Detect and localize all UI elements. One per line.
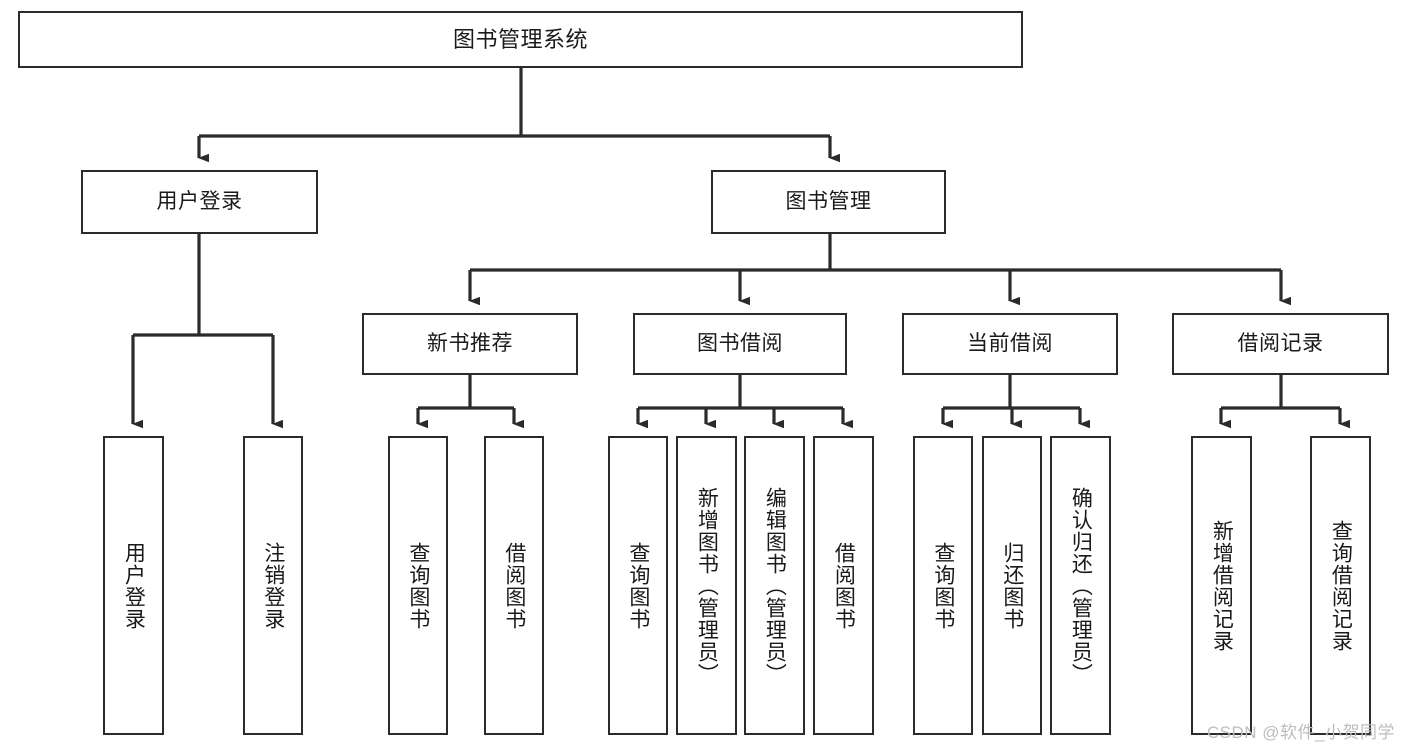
leaf-logout[interactable]: 注销登录 bbox=[243, 436, 303, 735]
node-current-borrow[interactable]: 当前借阅 bbox=[902, 313, 1118, 375]
leaf-logout-label: 注销登录 bbox=[261, 541, 285, 630]
leaf-add-book-admin[interactable]: 新增图书（管理员） bbox=[676, 436, 737, 735]
node-book-borrow-label: 图书借阅 bbox=[697, 331, 783, 355]
node-root[interactable]: 图书管理系统 bbox=[18, 11, 1023, 68]
leaf-borrow-book-2-label: 借阅图书 bbox=[832, 541, 856, 630]
node-root-label: 图书管理系统 bbox=[452, 26, 588, 52]
leaf-confirm-return-admin-label: 确认归还（管理员） bbox=[1069, 486, 1093, 685]
leaf-edit-book-admin-label: 编辑图书（管理员） bbox=[763, 486, 787, 685]
leaf-borrow-book-2[interactable]: 借阅图书 bbox=[813, 436, 874, 735]
leaf-add-book-admin-label: 新增图书（管理员） bbox=[695, 486, 719, 685]
leaf-query-book-2-label: 查询图书 bbox=[626, 541, 650, 630]
leaf-query-book-2[interactable]: 查询图书 bbox=[608, 436, 668, 735]
leaf-query-borrow-record[interactable]: 查询借阅记录 bbox=[1310, 436, 1371, 735]
leaf-borrow-book-1[interactable]: 借阅图书 bbox=[484, 436, 544, 735]
node-book-manage[interactable]: 图书管理 bbox=[711, 170, 946, 234]
leaf-query-book-3[interactable]: 查询图书 bbox=[913, 436, 973, 735]
leaf-add-borrow-record[interactable]: 新增借阅记录 bbox=[1191, 436, 1252, 735]
node-new-book-recommend[interactable]: 新书推荐 bbox=[362, 313, 578, 375]
leaf-return-book[interactable]: 归还图书 bbox=[982, 436, 1042, 735]
leaf-confirm-return-admin[interactable]: 确认归还（管理员） bbox=[1050, 436, 1111, 735]
node-current-borrow-label: 当前借阅 bbox=[967, 331, 1053, 355]
node-user-login[interactable]: 用户登录 bbox=[81, 170, 318, 234]
node-borrow-record[interactable]: 借阅记录 bbox=[1172, 313, 1389, 375]
node-new-book-recommend-label: 新书推荐 bbox=[427, 331, 513, 355]
leaf-query-book-1-label: 查询图书 bbox=[406, 541, 430, 630]
leaf-query-book-1[interactable]: 查询图书 bbox=[388, 436, 448, 735]
leaf-add-borrow-record-label: 新增借阅记录 bbox=[1210, 519, 1234, 652]
node-borrow-record-label: 借阅记录 bbox=[1237, 331, 1324, 355]
leaf-user-login[interactable]: 用户登录 bbox=[103, 436, 164, 735]
node-user-login-label: 用户登录 bbox=[156, 189, 243, 213]
leaf-user-login-label: 用户登录 bbox=[122, 541, 146, 630]
leaf-return-book-label: 归还图书 bbox=[1000, 541, 1024, 630]
node-book-manage-label: 图书管理 bbox=[785, 189, 872, 213]
leaf-edit-book-admin[interactable]: 编辑图书（管理员） bbox=[744, 436, 805, 735]
node-book-borrow[interactable]: 图书借阅 bbox=[633, 313, 847, 375]
leaf-borrow-book-1-label: 借阅图书 bbox=[502, 541, 526, 630]
leaf-query-borrow-record-label: 查询借阅记录 bbox=[1329, 519, 1353, 652]
leaf-query-book-3-label: 查询图书 bbox=[931, 541, 955, 630]
